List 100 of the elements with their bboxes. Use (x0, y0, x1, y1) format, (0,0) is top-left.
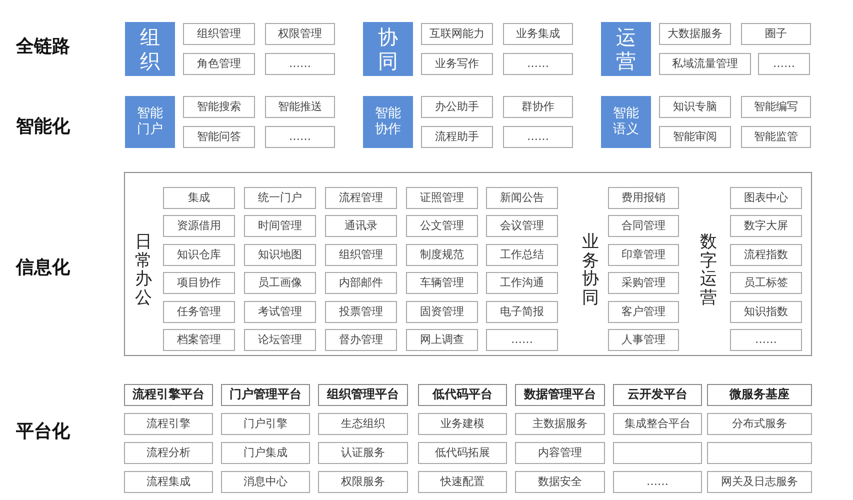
section-title: 数字运营 (700, 233, 717, 308)
section-title: 日常办公 (135, 233, 152, 308)
module-box: 会议管理 (486, 215, 558, 237)
module-box: 智能审阅 (659, 126, 731, 148)
module-box: 员工画像 (244, 272, 316, 294)
module-box: 私域流量管理 (659, 53, 751, 75)
module-box: 公文管理 (406, 215, 478, 237)
module-box: 网关及日志服务 (707, 471, 812, 493)
module-box: 智能问答 (183, 126, 255, 148)
module-box: 业务写作 (421, 53, 493, 75)
module-box: 印章管理 (608, 244, 679, 266)
layer-panel (124, 172, 812, 356)
module-box: 任务管理 (163, 301, 235, 323)
platform-header-box: 低代码平台 (418, 384, 507, 406)
module-box: 认证服务 (318, 442, 408, 464)
module-box: 数字大屏 (730, 215, 802, 237)
module-box: 快速配置 (418, 471, 507, 493)
module-box: 低代码拓展 (418, 442, 507, 464)
platform-header-box: 组织管理平台 (318, 384, 408, 406)
category-box: 组织 (125, 22, 175, 76)
module-box: 知识专脑 (659, 96, 731, 118)
module-box: …… (486, 329, 558, 351)
module-box: 督办管理 (325, 329, 397, 351)
module-box: 新闻公告 (486, 187, 558, 209)
module-box: 流程分析 (124, 442, 213, 464)
module-box: 固资管理 (406, 301, 478, 323)
module-box: 办公助手 (421, 96, 493, 118)
module-box: 采购管理 (608, 272, 679, 294)
module-box: 考试管理 (244, 301, 316, 323)
module-box: 人事管理 (608, 329, 679, 351)
module-box: 流程管理 (325, 187, 397, 209)
module-box: 图表中心 (730, 187, 802, 209)
module-box: 消息中心 (221, 471, 310, 493)
layer-label: 平台化 (16, 423, 70, 441)
module-box: 流程引擎 (124, 413, 213, 435)
category-box: 智能协作 (363, 96, 413, 148)
module-box: …… (265, 53, 335, 75)
module-box: …… (758, 53, 810, 75)
module-box: 主数据服务 (515, 413, 605, 435)
layer-label: 智能化 (16, 118, 70, 136)
module-box: …… (265, 126, 335, 148)
module-box: 流程助手 (421, 126, 493, 148)
category-box: 智能语义 (601, 96, 651, 148)
module-box: 生态组织 (318, 413, 408, 435)
module-box: 知识仓库 (163, 244, 235, 266)
module-box: 知识地图 (244, 244, 316, 266)
module-box: 分布式服务 (707, 413, 812, 435)
platform-header-box: 数据管理平台 (515, 384, 605, 406)
module-box: 合同管理 (608, 215, 679, 237)
module-box: 档案管理 (163, 329, 235, 351)
module-box: 项目协作 (163, 272, 235, 294)
category-box: 协同 (363, 22, 413, 76)
module-box: 网上调查 (406, 329, 478, 351)
module-box: 论坛管理 (244, 329, 316, 351)
module-box: 智能搜索 (183, 96, 255, 118)
module-box: 电子简报 (486, 301, 558, 323)
layer-label: 信息化 (16, 259, 70, 277)
module-box: 门户引擎 (221, 413, 310, 435)
module-box: 权限管理 (265, 23, 335, 45)
module-box: 智能监管 (741, 126, 811, 148)
module-box: 集成 (163, 187, 235, 209)
module-box: 群协作 (503, 96, 573, 118)
module-box: …… (730, 329, 802, 351)
category-box: 智能门户 (125, 96, 175, 148)
module-box: 通讯录 (325, 215, 397, 237)
module-box: 车辆管理 (406, 272, 478, 294)
module-box: 智能推送 (265, 96, 335, 118)
module-box: 大数据服务 (659, 23, 731, 45)
module-box: 资源借用 (163, 215, 235, 237)
module-box: …… (613, 471, 702, 493)
layer-label: 全链路 (16, 38, 70, 56)
module-box: 时间管理 (244, 215, 316, 237)
module-box: …… (503, 126, 573, 148)
module-box: 工作总结 (486, 244, 558, 266)
module-box: 客户管理 (608, 301, 679, 323)
module-box: 数据安全 (515, 471, 605, 493)
platform-header-box: 门户管理平台 (221, 384, 310, 406)
section-title: 业务协同 (582, 233, 599, 308)
module-box: 权限服务 (318, 471, 408, 493)
blank-module-box (613, 442, 702, 464)
module-box: 门户集成 (221, 442, 310, 464)
blank-module-box (707, 442, 812, 464)
module-box: …… (503, 53, 573, 75)
module-box: 智能编写 (741, 96, 811, 118)
module-box: 投票管理 (325, 301, 397, 323)
platform-header-box: 云开发平台 (613, 384, 702, 406)
category-box: 运营 (601, 22, 651, 76)
module-box: 统一门户 (244, 187, 316, 209)
module-box: 工作沟通 (486, 272, 558, 294)
module-box: 组织管理 (183, 23, 255, 45)
module-box: 业务建模 (418, 413, 507, 435)
module-box: 员工标签 (730, 272, 802, 294)
module-box: 知识指数 (730, 301, 802, 323)
module-box: 圈子 (741, 23, 811, 45)
platform-header-box: 微服务基座 (707, 384, 812, 406)
module-box: 证照管理 (406, 187, 478, 209)
module-box: 费用报销 (608, 187, 679, 209)
platform-header-box: 流程引擎平台 (124, 384, 213, 406)
module-box: 业务集成 (503, 23, 573, 45)
module-box: 制度规范 (406, 244, 478, 266)
